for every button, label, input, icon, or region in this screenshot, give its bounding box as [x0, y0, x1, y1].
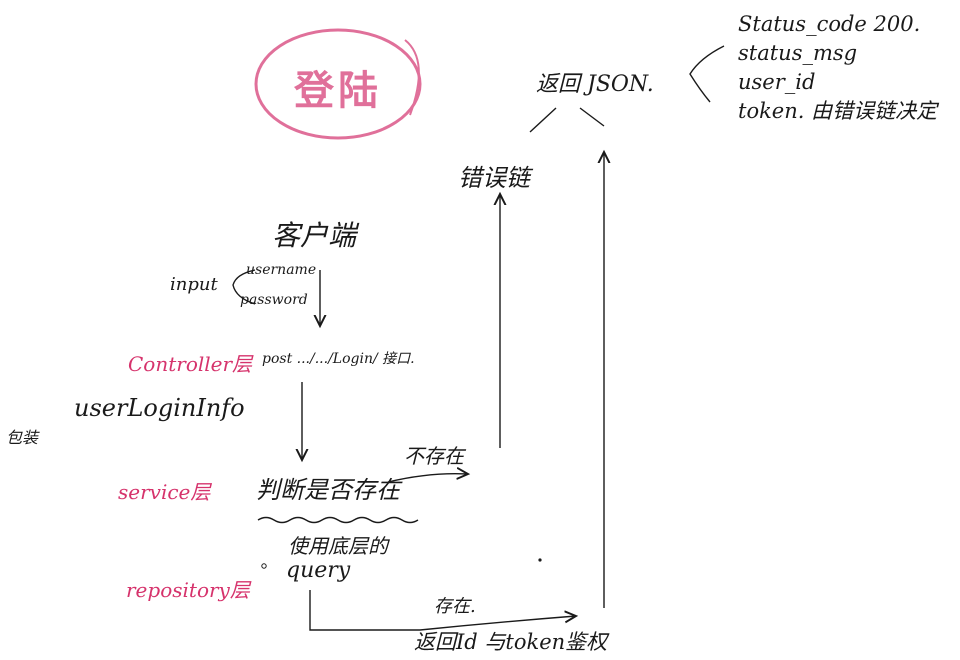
service-layer-label: service层: [118, 480, 211, 504]
response-field-user-id: user_id: [738, 70, 816, 94]
json-branch-right: [579, 107, 605, 127]
repository-layer-label: repository层: [126, 578, 250, 602]
ink-dot-2: [261, 563, 267, 569]
repository-action-line2: query: [286, 558, 351, 583]
service-wavy-line: [257, 516, 419, 524]
wrap-label: 包装: [6, 428, 39, 447]
title-circle-tail: [404, 39, 420, 116]
exist-label: 存在.: [434, 596, 476, 617]
json-branch-left: [529, 107, 557, 133]
error-chain-label: 错误链: [458, 164, 530, 192]
page-title: 登陆: [294, 68, 382, 114]
return-json-label: 返回 JSON.: [536, 72, 654, 97]
response-fields: Status_code 200. status_msg user_id toke…: [738, 10, 937, 126]
exist-arrow: [309, 590, 576, 631]
repository-action-line1: 使用底层的: [288, 534, 388, 558]
response-field-status-msg: status_msg: [738, 41, 858, 65]
not-exist-arrow: [387, 474, 468, 483]
exist-result: 返回Id 与token鉴权: [414, 630, 608, 654]
input-username: username: [246, 262, 317, 278]
title-circle: [254, 28, 422, 140]
input-label: input: [170, 274, 218, 295]
response-field-token: token. 由错误链决定: [738, 99, 938, 123]
input-password: password: [240, 292, 308, 308]
client-label: 客户端: [272, 219, 357, 252]
ink-dot: [538, 558, 542, 562]
controller-endpoint: post .../.../Login/ 接口.: [262, 351, 415, 367]
not-exist-label: 不存在: [404, 444, 464, 468]
input-brace: [232, 269, 256, 305]
fields-bracket: [689, 45, 725, 103]
wrap-value: userLoginInfo: [74, 394, 245, 422]
response-field-status-code: Status_code 200.: [738, 12, 921, 36]
controller-layer-label: Controller层: [128, 352, 253, 376]
service-action: 判断是否存在: [256, 476, 400, 504]
